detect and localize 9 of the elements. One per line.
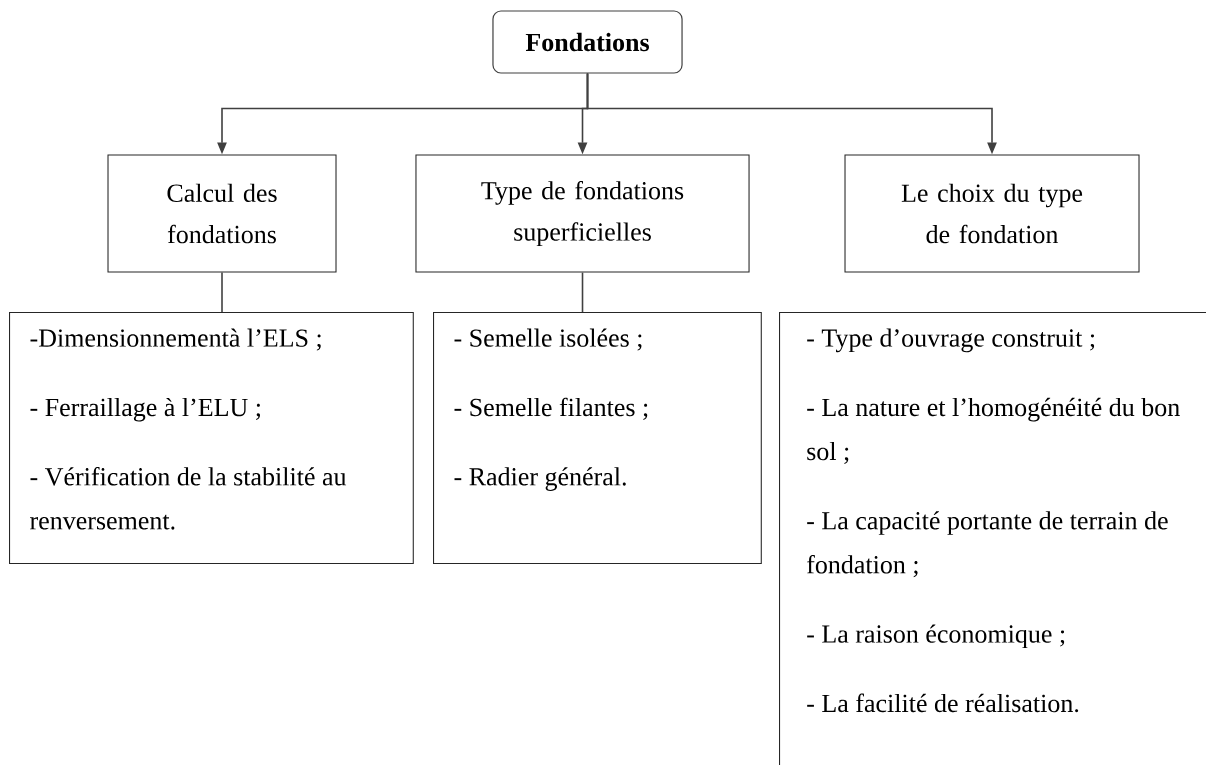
root-box: Fondations [492, 10, 683, 74]
category-box: Le choix du type de fondation [844, 154, 1140, 273]
list-box: - Semelle isolées ; - Semelle filantes ; - Radier général. [433, 312, 762, 564]
connector-line [581, 271, 584, 313]
category-box: Calcul des fondations [107, 154, 337, 273]
list-box: - Type d’ouvrage construit ; - La nature et l’homogénéité du bon sol ; - La capacité portante de terrain de fondation ; - La raison économique ; - La facilité de réalisation. [779, 312, 1206, 765]
connector-line [221, 271, 223, 313]
category-box: Type de fondations superficielles [415, 154, 750, 273]
list-box: -Dimensionnementà l’ELS ; - Ferraillage à l’ELU ; - Vérification de la stabilité au renversement. [9, 312, 414, 564]
